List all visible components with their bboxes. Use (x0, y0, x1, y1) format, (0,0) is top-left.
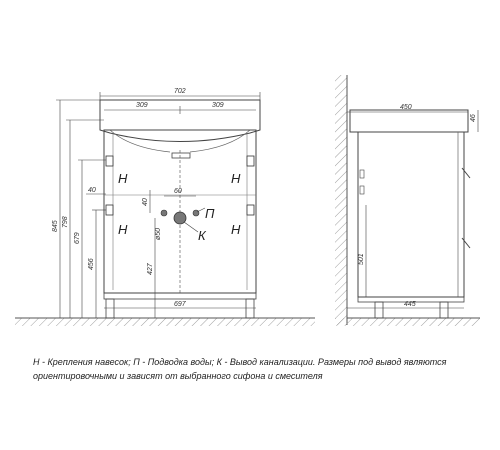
label-mount-tl: Н (118, 171, 128, 186)
water-inlet-left (160, 209, 168, 217)
dim-height-total: 845 (52, 220, 59, 232)
leader-drain (183, 221, 199, 233)
leg-left (105, 298, 115, 319)
dim-height-427: 427 (147, 262, 154, 275)
basin-drain-slot (171, 152, 191, 159)
leader-water (196, 207, 206, 213)
legend-line-1: Н - Крепления навесок; П - Подводка воды… (33, 357, 447, 367)
side-dim-thickness: 46 (470, 114, 477, 122)
side-view: 450 46 501 445 (335, 75, 480, 326)
side-mount-2 (359, 185, 365, 195)
side-cabinet (357, 131, 465, 298)
label-mount-br: Н (231, 222, 241, 237)
side-plinth (357, 296, 465, 303)
floor-hatch-front (15, 318, 315, 326)
dim-half-right: 309 (212, 102, 224, 109)
dim-height-798: 798 (62, 216, 69, 228)
dim-height-456: 456 (88, 258, 95, 270)
water-inlet-right (192, 209, 200, 217)
side-leg-front (439, 301, 449, 319)
label-mount-bl: Н (118, 222, 128, 237)
side-leg-back (374, 301, 384, 319)
label-mount-tr: Н (231, 171, 241, 186)
technical-drawing: 702 309 309 845 798 679 456 427 40 40 60… (15, 75, 480, 326)
side-handle-bottom (461, 237, 471, 249)
side-handle-top (461, 167, 471, 179)
leg-right (245, 298, 255, 319)
legend-line-2: ориентировочными и зависят от выбранного… (33, 371, 323, 381)
label-water: П (205, 206, 215, 221)
dim-offset-60: 60 (174, 188, 182, 195)
side-basin-top (349, 109, 469, 133)
side-dim-depth-top: 450 (400, 104, 412, 111)
mount-bracket-tl (105, 155, 114, 167)
dim-offset-40-center: 40 (142, 198, 149, 206)
dim-diameter: ø50 (155, 228, 162, 240)
front-view: 702 309 309 845 798 679 456 427 40 40 60… (15, 88, 315, 326)
mount-bracket-bl (105, 204, 114, 216)
side-dim-depth-base: 445 (404, 301, 416, 308)
drain-outlet (173, 211, 187, 225)
wall-hatch (335, 75, 347, 325)
label-drain: К (198, 228, 207, 243)
mount-bracket-br (246, 204, 255, 216)
mount-bracket-tr (246, 155, 255, 167)
floor-hatch-side (335, 318, 480, 326)
side-mount-1 (359, 169, 365, 179)
side-dim-height: 501 (358, 253, 365, 265)
basin-outline (99, 99, 261, 142)
dim-half-left: 309 (136, 102, 148, 109)
dim-top-width: 702 (174, 88, 186, 95)
plinth (103, 292, 257, 300)
dim-height-679: 679 (74, 232, 81, 244)
dim-offset-40-left: 40 (88, 187, 96, 194)
basin-bowl-curve (109, 129, 251, 153)
dim-base-width: 697 (174, 301, 187, 308)
